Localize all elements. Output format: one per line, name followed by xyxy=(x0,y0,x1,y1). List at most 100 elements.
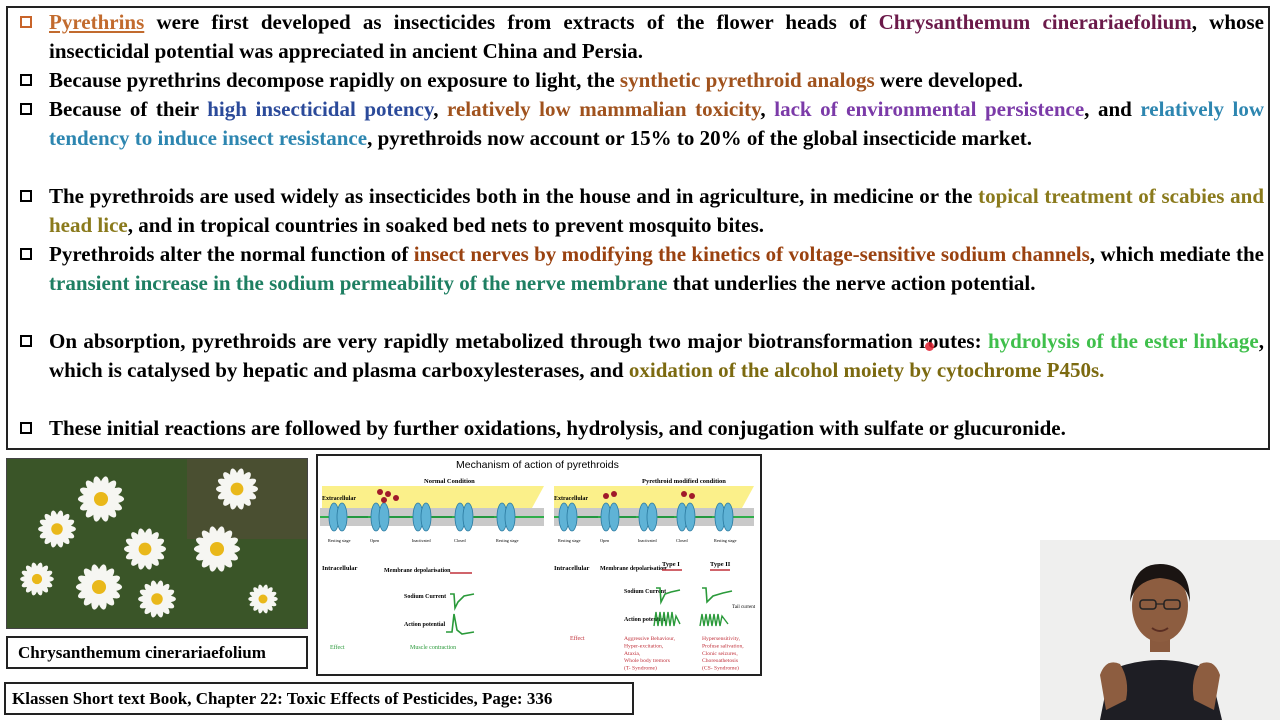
daisy-flower-icon xyxy=(77,476,125,522)
bullet-phrase: , xyxy=(433,97,448,121)
sodium-ion-icon xyxy=(381,497,387,503)
highlighted-phrase: relatively low tendency to induce insect… xyxy=(49,97,1264,150)
channel-stage-label: Closed xyxy=(676,538,689,543)
highlighted-phrase: transient increase in the sodium permeab… xyxy=(49,271,668,295)
effect-item: Hypersensitivity, xyxy=(702,636,741,642)
daisy-flower-icon xyxy=(20,562,54,596)
sodium-ion-icon xyxy=(603,493,609,499)
sodium-ion-icon xyxy=(611,491,617,497)
bullet-phrase: On absorption, pyrethroids are very rapi… xyxy=(49,329,988,353)
effect-item: Choreoathetosis xyxy=(702,658,738,664)
highlighted-phrase: insect nerves by modifying the kinetics … xyxy=(413,242,1090,266)
type1-label: Type I xyxy=(662,561,680,568)
channel-stage-label: Resting stage xyxy=(328,538,351,543)
chrysanthemum-photo xyxy=(6,458,308,629)
channel-stage-label: Open xyxy=(370,538,380,543)
bullet-phrase: , which is catalysed by hepatic and plas… xyxy=(49,329,1264,382)
daisy-flower-icon xyxy=(248,584,278,614)
intracellular-label: Intracellular xyxy=(322,565,357,572)
action-potential-label: Action potential xyxy=(404,622,445,628)
daisy-flower-icon xyxy=(124,528,166,570)
ion-channel-icon xyxy=(600,502,620,532)
presenter-video xyxy=(1040,540,1280,720)
checkbox-bullet-icon xyxy=(20,16,32,28)
bullet-text: The pyrethroids are used widely as insec… xyxy=(49,182,1264,240)
channel-stage-label: Resting stage xyxy=(714,538,737,543)
bullet-text: Pyrethroids alter the normal function of… xyxy=(49,240,1264,298)
bullet-phrase: These initial reactions are followed by … xyxy=(49,416,1066,440)
checkbox-bullet-icon xyxy=(20,74,32,86)
diagram-title: Mechanism of action of pyrethroids xyxy=(456,459,619,471)
daisy-flower-icon xyxy=(38,510,76,548)
photo-caption: Chrysanthemum cinerariaefolium xyxy=(6,636,308,669)
sodium-ion-icon xyxy=(393,495,399,501)
daisy-flower-icon xyxy=(138,580,176,618)
channel-stage-label: Open xyxy=(600,538,610,543)
highlighted-phrase: Chrysanthemum cinerariaefolium xyxy=(878,10,1192,34)
ion-channel-icon xyxy=(714,502,734,532)
membrane-depol-label-2: Membrane depolarisation xyxy=(600,566,667,572)
sodium-ion-icon xyxy=(681,491,687,497)
normal-title: Normal Condition xyxy=(424,478,475,485)
daisy-flower-icon xyxy=(193,526,241,572)
action-potential-label-2: Action potential xyxy=(624,617,665,623)
effect-item: (T- Syndrome) xyxy=(624,665,657,672)
effect-item: (CS- Syndrome) xyxy=(702,665,739,672)
bullet-text: On absorption, pyrethroids are very rapi… xyxy=(49,327,1264,385)
caption-text: Chrysanthemum cinerariaefolium xyxy=(18,643,266,662)
effect-item: Clonic seizures, xyxy=(702,651,738,657)
highlighted-phrase: high insecticidal potency xyxy=(207,97,434,121)
tail-current-label: Tail current xyxy=(732,605,756,610)
sodium-ion-icon xyxy=(377,489,383,495)
highlighted-phrase: lack of environmental persistence xyxy=(774,97,1085,121)
ion-channel-icon xyxy=(454,502,474,532)
effect-item: Ataxia, xyxy=(624,651,641,657)
membrane-depol-label: Membrane depolarisation xyxy=(384,568,451,574)
bullet-text: These initial reactions are followed by … xyxy=(49,414,1264,443)
intracellular-label-2: Intracellular xyxy=(554,565,589,572)
highlighted-phrase: synthetic pyrethroid analogs xyxy=(619,68,875,92)
checkbox-bullet-icon xyxy=(20,248,32,260)
daisy-flower-icon xyxy=(216,468,258,510)
ion-channel-icon xyxy=(638,502,658,532)
sodium-ion-icon xyxy=(689,493,695,499)
reference-text: Klassen Short text Book, Chapter 22: Tox… xyxy=(12,689,553,708)
extracellular-label: Extracellular xyxy=(322,496,356,502)
bullet-phrase: , whose insecticidal potential was appre… xyxy=(49,10,1265,63)
bullet-phrase: , pyrethroids now account or 15% to 20% … xyxy=(367,126,1033,150)
channel-stage-label: Resting stage xyxy=(558,538,581,543)
sodium-ion-icon xyxy=(385,491,391,497)
ion-channel-icon xyxy=(412,502,432,532)
ion-channel-icon xyxy=(328,502,348,532)
modified-title: Pyrethroid modified condition xyxy=(642,478,726,485)
effect-item: Whole body tremors xyxy=(624,658,670,664)
channel-stage-label: Closed xyxy=(454,538,467,543)
diagram-figure: Mechanism of action of pyrethroids Norma… xyxy=(320,459,756,672)
checkbox-bullet-icon xyxy=(20,422,32,434)
highlighted-phrase: hydrolysis of the ester linkage xyxy=(987,329,1259,353)
ion-channel-icon xyxy=(496,502,516,532)
effect-item: Profuse salivation, xyxy=(702,642,744,649)
ion-channel-icon xyxy=(676,502,696,532)
channel-stage-label: Resting stage xyxy=(496,538,519,543)
ion-channel-icon xyxy=(558,502,578,532)
effect-label: Effect xyxy=(330,644,345,651)
extracellular-label-2: Extracellular xyxy=(554,496,588,502)
presenter-icon xyxy=(1040,540,1280,720)
bullet-phrase: Pyrethroids alter the normal function of xyxy=(49,242,414,266)
highlighted-phrase: topical treatment of scabies and head li… xyxy=(49,184,1265,237)
bullet-phrase: that underlies the nerve action potentia… xyxy=(667,271,1036,295)
channel-stage-label: Inactivated xyxy=(412,538,432,543)
bullet-text: Pyrethrins were first developed as insec… xyxy=(49,8,1264,66)
checkbox-bullet-icon xyxy=(20,190,32,202)
effect-label-2: Effect xyxy=(570,635,585,642)
highlighted-phrase: relatively low mammalian toxicity xyxy=(447,97,761,121)
highlighted-phrase: oxidation of the alcohol moiety by cytoc… xyxy=(628,358,1105,382)
daisy-flower-icon xyxy=(75,564,123,610)
effect-item: Hyper-excitation, xyxy=(624,643,664,649)
flower-image-icon xyxy=(7,459,307,628)
bullet-phrase: were developed. xyxy=(874,68,1023,92)
highlighted-phrase: Pyrethrins xyxy=(49,10,145,34)
checkbox-bullet-icon xyxy=(20,103,32,115)
channel-stage-label: Inactivated xyxy=(638,538,658,543)
